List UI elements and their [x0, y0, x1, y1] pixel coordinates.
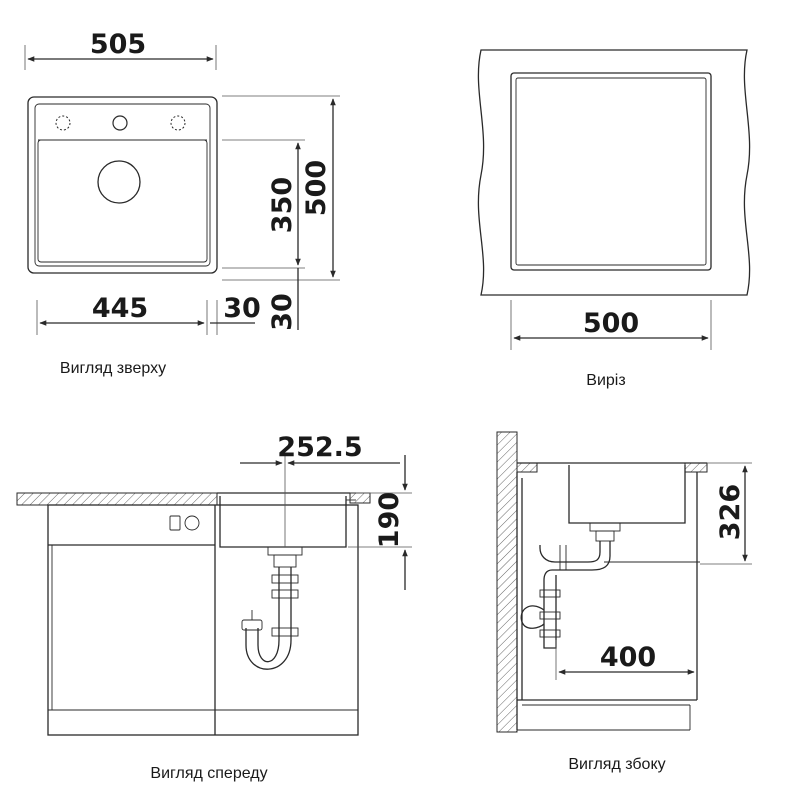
dim-label-326: 326 — [715, 484, 746, 540]
overflow-control-icon — [169, 515, 200, 531]
dimension-350: 350 — [222, 139, 305, 269]
caption-front-view: Вигляд спереду — [150, 765, 267, 782]
dim-label-500-vertical: 500 — [301, 160, 332, 216]
dim-label-400: 400 — [600, 642, 656, 673]
dim-label-30-horizontal: 30 — [223, 293, 261, 324]
caption-side-view: Вигляд збоку — [568, 756, 665, 773]
dim-label-30-vertical: 30 — [267, 293, 298, 331]
dimension-30-vertical: 30 — [267, 268, 299, 331]
caption-top-view: Вигляд зверху — [60, 360, 166, 377]
dimension-500-cutout: 500 — [510, 300, 712, 350]
front-cabinet — [47, 504, 359, 736]
dimension-252-5: 252.5 — [240, 432, 400, 547]
dim-label-350: 350 — [267, 177, 298, 233]
dim-label-500-cutout: 500 — [583, 308, 639, 339]
dim-label-252-5: 252.5 — [277, 432, 362, 463]
dimension-500-vertical: 500 — [222, 95, 340, 281]
side-wall — [496, 431, 518, 733]
tap-hole-center-icon — [112, 115, 128, 131]
cutout-opening — [510, 72, 712, 271]
caption-cutout: Виріз — [586, 372, 625, 389]
side-siphon — [520, 522, 700, 649]
top-view-sink-outline — [27, 96, 218, 274]
dimension-326: 326 — [700, 462, 752, 565]
dim-label-190: 190 — [374, 492, 405, 548]
side-cabinet — [516, 472, 698, 731]
dimension-30-horizontal: 30 — [210, 293, 261, 335]
dim-label-505: 505 — [90, 29, 146, 60]
side-sink-bowl — [568, 465, 686, 524]
dimension-445: 445 — [36, 293, 208, 335]
cutout-view: 500 Виріз — [477, 49, 751, 389]
dim-label-445: 445 — [92, 293, 148, 324]
dimension-505: 505 — [24, 29, 217, 70]
front-worktop — [16, 492, 218, 506]
dimension-400: 400 — [555, 640, 695, 680]
front-sink-bowl — [219, 496, 347, 548]
side-view: 326 400 Вигляд збоку — [496, 431, 752, 773]
tap-hole-right-icon — [170, 115, 186, 131]
dimension-190: 190 — [348, 455, 412, 590]
front-view: 252.5 190 Вигляд спереду — [16, 432, 412, 782]
tap-hole-left-icon — [55, 115, 71, 131]
top-view: 505 445 30 500 350 — [24, 29, 340, 377]
cutout-worktop-outline — [477, 49, 751, 296]
drain-outlet-icon — [97, 160, 141, 204]
front-siphon — [241, 546, 303, 670]
